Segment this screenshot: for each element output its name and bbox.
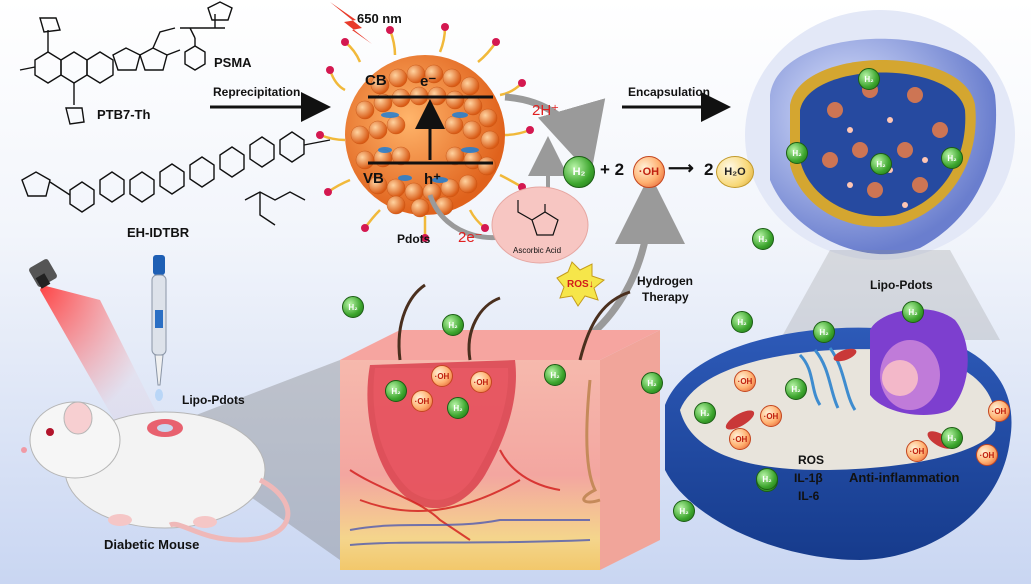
eh-idtbr-label: EH-IDTBR bbox=[127, 225, 190, 240]
reprecipitation-label: Reprecipitation bbox=[213, 85, 301, 99]
laser-device bbox=[29, 259, 57, 289]
equation-h2o: H₂O bbox=[716, 156, 754, 188]
h2-particle: H₂ bbox=[785, 378, 807, 400]
cell bbox=[665, 309, 1012, 560]
h2-particle-lipo: H₂ bbox=[858, 68, 880, 90]
ros-burst bbox=[556, 261, 606, 307]
anti-inflammation-label: Anti-inflammation bbox=[849, 470, 960, 485]
electron-label: e⁻ bbox=[420, 73, 437, 90]
oh-particle: ·OH bbox=[734, 370, 756, 392]
psma-structure bbox=[180, 1, 233, 71]
h2-particle: H₂ bbox=[941, 427, 963, 449]
pipette-lipo-pdots-label: Lipo-Pdots bbox=[182, 393, 245, 407]
h2-particle: H₂ bbox=[447, 397, 469, 419]
oh-particle: ·OH bbox=[470, 371, 492, 393]
oh-particle: ·OH bbox=[988, 400, 1010, 422]
ptb7-th-label: PTB7-Th bbox=[97, 107, 151, 122]
ros-marker-label: ROS bbox=[798, 453, 825, 467]
hydrogen-therapy-label-2: Therapy bbox=[642, 290, 689, 304]
h2-particle-lipo: H₂ bbox=[941, 147, 963, 169]
equation-h2: H₂ bbox=[563, 156, 595, 188]
h2-particle: H₂ bbox=[752, 228, 774, 250]
equation-arrow: ⟶ bbox=[668, 158, 694, 178]
two-proton-label: 2H⁺ bbox=[532, 102, 560, 119]
laser-wavelength-label: 650 nm bbox=[357, 11, 402, 26]
diabetic-mouse-label: Diabetic Mouse bbox=[104, 537, 200, 552]
h2-particle-lipo: H₂ bbox=[786, 142, 808, 164]
mouse bbox=[21, 401, 291, 543]
oh-particle: ·OH bbox=[729, 428, 751, 450]
h2-particle-lipo: H₂ bbox=[870, 153, 892, 175]
equation-plus: + 2 bbox=[600, 160, 625, 179]
cb-label: CB bbox=[365, 72, 387, 89]
h2-particle: H₂ bbox=[673, 500, 695, 522]
vb-label: VB bbox=[363, 170, 384, 187]
laser-beam bbox=[40, 285, 160, 430]
liposome bbox=[745, 10, 1015, 260]
lipo-pdots-label: Lipo-Pdots bbox=[870, 278, 933, 292]
eh-idtbr-structure bbox=[21, 131, 331, 226]
il6-label: IL-6 bbox=[798, 489, 820, 503]
h2-generation-arrow bbox=[504, 93, 606, 176]
hydrogen-therapy-label-1: Hydrogen bbox=[637, 274, 694, 288]
anti-inflammation-h2: H₂ bbox=[756, 468, 778, 490]
oh-particle: ·OH bbox=[760, 405, 782, 427]
h2-particle: H₂ bbox=[902, 301, 924, 323]
il1b-label: IL-1β bbox=[794, 471, 823, 485]
equation-oh: ·OH bbox=[633, 156, 665, 188]
oh-particle: ·OH bbox=[431, 365, 453, 387]
two-electron-label: 2e⁻ bbox=[458, 229, 483, 246]
ascorbic-acid-label: Ascorbic Acid bbox=[513, 246, 562, 255]
h2-particle: H₂ bbox=[731, 311, 753, 333]
pipette bbox=[151, 255, 167, 401]
h2-particle: H₂ bbox=[342, 296, 364, 318]
psma-label: PSMA bbox=[214, 55, 252, 70]
pdots-label: Pdots bbox=[397, 232, 431, 246]
h2-particle: H₂ bbox=[813, 321, 835, 343]
skin-block bbox=[340, 283, 660, 570]
oh-particle: ·OH bbox=[976, 444, 998, 466]
ascorbic-acid-bubble bbox=[491, 186, 589, 264]
hole-label: h⁺ bbox=[424, 171, 442, 188]
ptb7-th-structure bbox=[19, 17, 181, 125]
ascorbic-acid-structure bbox=[517, 200, 559, 236]
laser-bolt-icon bbox=[330, 2, 372, 44]
encapsulation-label: Encapsulation bbox=[628, 85, 711, 99]
h2-particle: H₂ bbox=[442, 314, 464, 336]
oh-particle: ·OH bbox=[906, 440, 928, 462]
h2-particle: H₂ bbox=[641, 372, 663, 394]
oh-particle: ·OH bbox=[411, 390, 433, 412]
h2-particle: H₂ bbox=[694, 402, 716, 424]
h2-particle: H₂ bbox=[544, 364, 566, 386]
equation-product-coef: 2 bbox=[704, 160, 714, 179]
ros-burst-label: ROS↓ bbox=[567, 279, 594, 290]
h2-particle: H₂ bbox=[385, 380, 407, 402]
pdot-particle bbox=[316, 23, 534, 242]
